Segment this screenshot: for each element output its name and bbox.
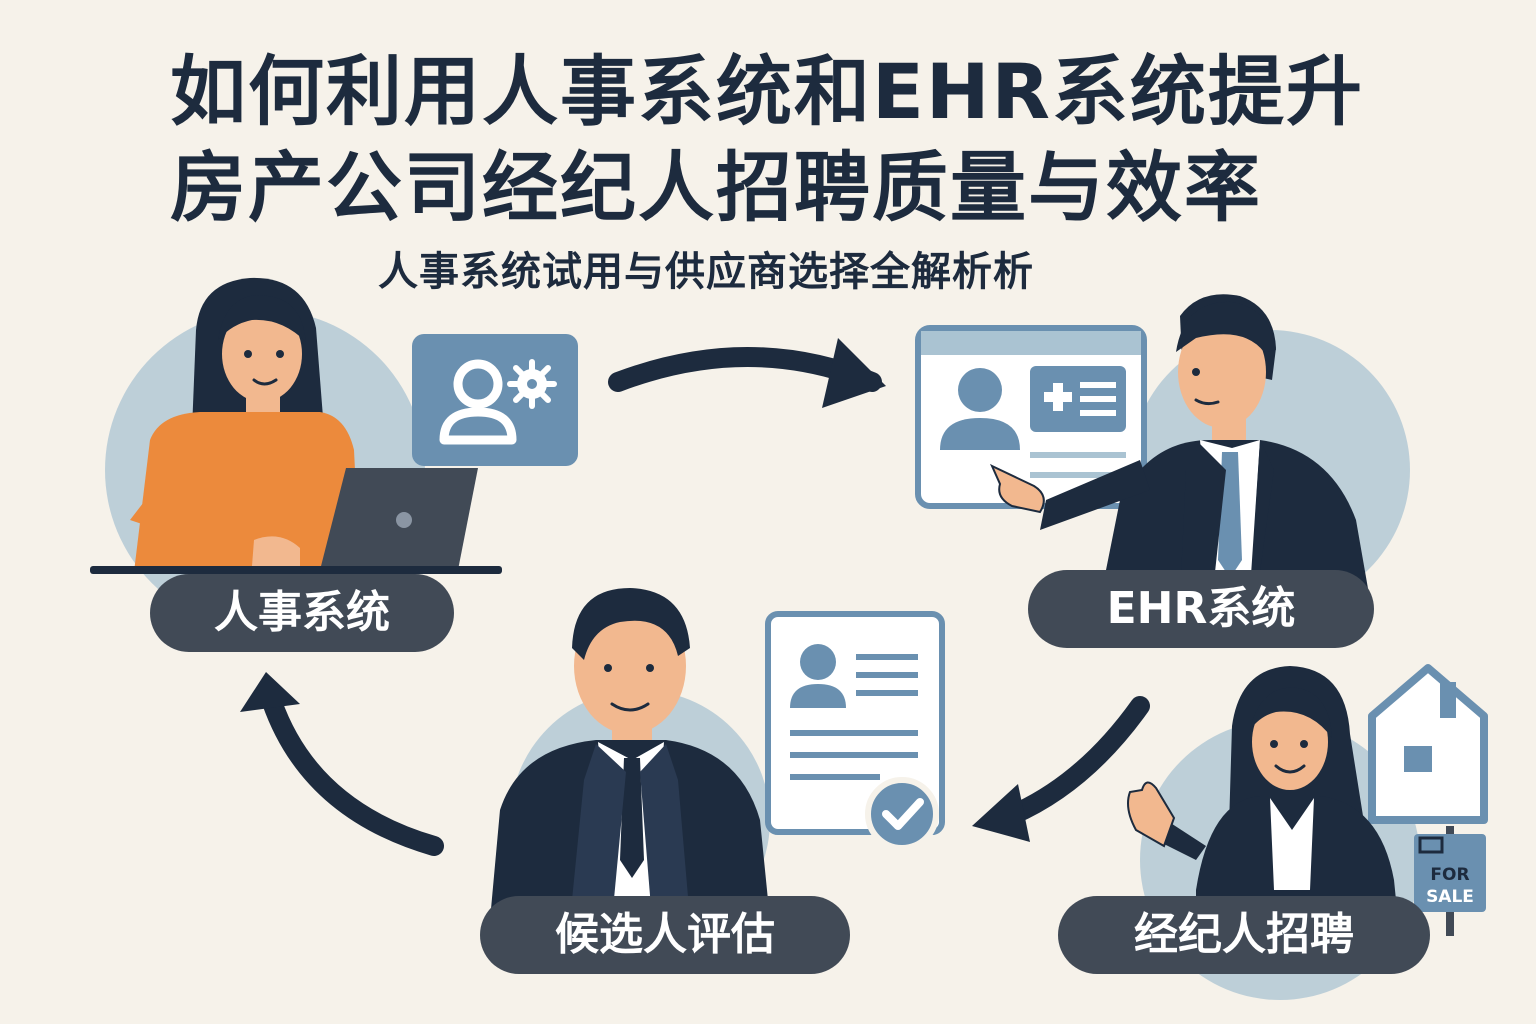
profile-card-icon: [915, 325, 1147, 509]
house-icon: [1368, 664, 1488, 824]
user-gear-icon: [412, 334, 578, 466]
step-ehr-system: EHR系统: [1028, 570, 1374, 648]
ehr-man-illustration: [989, 294, 1370, 600]
step-hr-system: 人事系统: [150, 574, 454, 652]
hr-woman-illustration: [130, 277, 360, 572]
for-sale-sign: FOR SALE: [1414, 826, 1486, 936]
arrow-eval-to-hr: [262, 692, 444, 856]
step-candidate-evaluation: 候选人评估: [480, 896, 850, 974]
for-sale-line-2: SALE: [1426, 887, 1474, 907]
page-title: 如何利用人事系统和EHR系统提升 房产公司经纪人招聘质量与效率: [170, 44, 1500, 236]
arrow-recruit-to-eval-head: [972, 784, 1030, 842]
step-agent-recruitment: 经纪人招聘: [1058, 896, 1430, 974]
page-subtitle: 人事系统试用与供应商选择全解析析: [378, 249, 1034, 295]
for-sale-line-1: FOR: [1430, 865, 1469, 885]
arrow-eval-to-hr-head: [240, 672, 300, 712]
recruit-woman-illustration: [1127, 666, 1396, 900]
laptop-icon: [90, 468, 502, 574]
resume-check-icon: [765, 611, 945, 851]
title-line-1: 如何利用人事系统和EHR系统提升: [170, 47, 1365, 136]
candidate-man-illustration: [490, 588, 770, 920]
arrow-hr-to-ehr-head: [822, 338, 886, 408]
title-line-2: 房产公司经纪人招聘质量与效率: [170, 143, 1262, 232]
